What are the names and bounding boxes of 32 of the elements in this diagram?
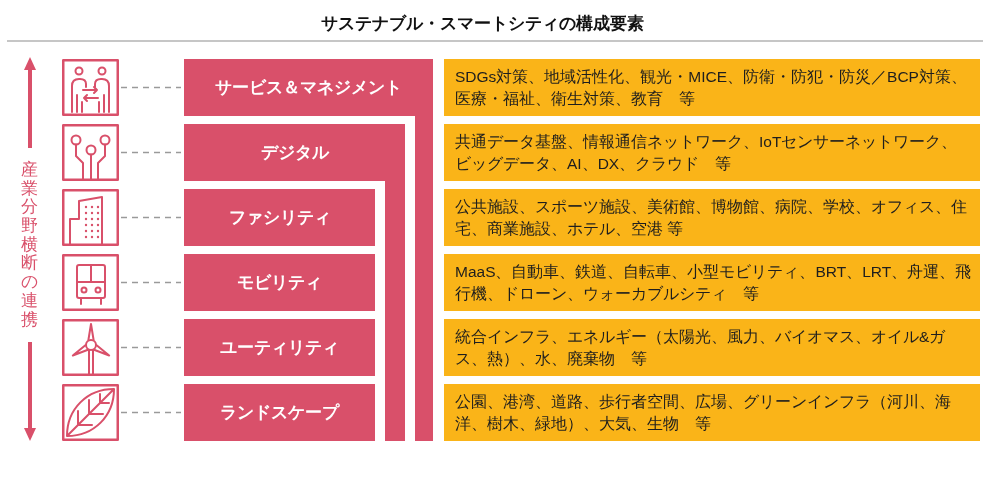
circuit-icon bbox=[62, 124, 119, 181]
description-panel bbox=[444, 384, 980, 441]
description-panel bbox=[444, 59, 980, 116]
description-panel bbox=[444, 254, 980, 311]
category-label: モビリティ bbox=[237, 272, 322, 294]
description-text: 共通データ基盤、情報通信ネットワーク、IoTセンサーネットワーク、ビッグデータ、AI、DX、クラウド 等 bbox=[455, 131, 959, 174]
vertical-label: 産業分野横断の連携 bbox=[21, 161, 38, 330]
train-icon bbox=[62, 254, 119, 311]
wind-turbine-icon bbox=[62, 319, 119, 376]
dashed-connector bbox=[120, 346, 182, 349]
category-label: サービス＆マネジメント bbox=[215, 77, 402, 99]
leaf-icon bbox=[62, 384, 119, 441]
description-panel bbox=[444, 124, 980, 181]
people-exchange-icon bbox=[62, 59, 119, 116]
dashed-connector bbox=[120, 281, 182, 284]
dashed-connector bbox=[120, 151, 182, 154]
description-text: 公共施設、スポーツ施設、美術館、博物館、病院、学校、オフィス、住宅、商業施設、ホテル、空港 等 bbox=[455, 196, 968, 239]
description-text: 公園、港湾、道路、歩行者空間、広場、グリーンインフラ（河川、海洋、樹木、緑地）、大気、生物 等 bbox=[455, 391, 952, 434]
building-icon bbox=[62, 189, 119, 246]
description-text: MaaS、自動車、鉄道、自転車、小型モビリティ、BRT、LRT、舟運、飛行機、ドローン、ウォーカブルシティ 等 bbox=[455, 261, 972, 304]
category-label: ユーティリティ bbox=[220, 337, 339, 359]
category-label: デジタル bbox=[260, 142, 329, 164]
description-text: 統合インフラ、エネルギー（太陽光、風力、バイオマス、オイル&ガス、熱）、水、廃棄物 等 bbox=[455, 326, 947, 369]
dashed-connector bbox=[120, 216, 182, 219]
category-label: ファシリティ bbox=[228, 207, 331, 229]
title: サステナブル・スマートシティの構成要素 bbox=[320, 14, 644, 33]
category-label: ランドスケープ bbox=[220, 402, 339, 424]
description-panel bbox=[444, 319, 980, 376]
description-text: SDGs対策、地域活性化、観光・MICE、防衛・防犯・防災／BCP対策、医療・福祉、衛生対策、教育 等 bbox=[455, 66, 968, 109]
dashed-connector bbox=[120, 86, 182, 89]
description-panel bbox=[444, 189, 980, 246]
dashed-connector bbox=[120, 411, 182, 414]
